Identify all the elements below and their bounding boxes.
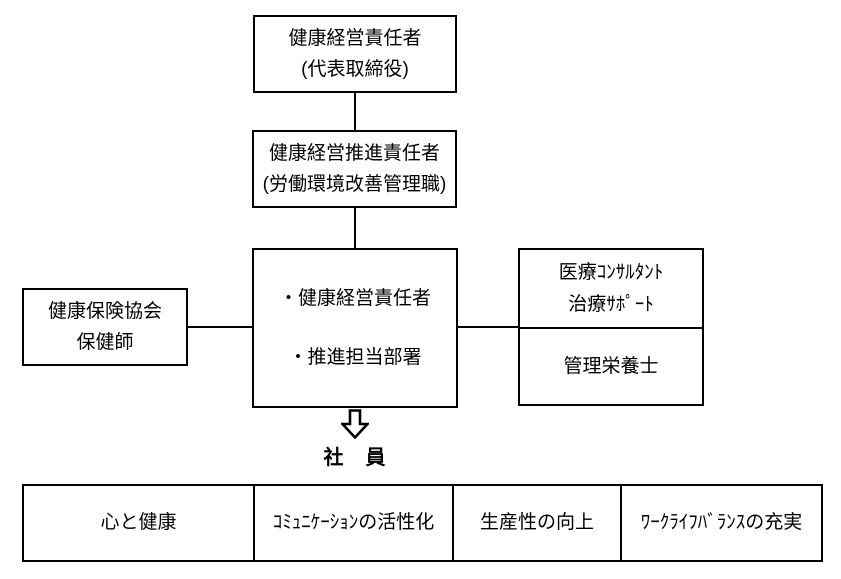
right-box-bottom-line: 管理栄養士 [563, 356, 659, 377]
promotion-responsible-box: 健康経営推進責任者 (労働環境改善管理職) [252, 130, 457, 208]
center-box-item2: ・推進担当部署 [288, 346, 422, 368]
connector-promotion-to-center [354, 206, 356, 250]
center-box-item1: ・健康経営責任者 [278, 288, 431, 310]
top-responsible-box: 健康経営責任者 (代表取締役) [253, 15, 457, 93]
medical-consultant-cell: 医療ｺﾝｻﾙﾀﾝﾄ 治療ｻﾎﾟｰﾄ [520, 250, 702, 329]
outcome-cell-worklife-balance: ﾜｰｸﾗｲﾌﾊﾞﾗﾝｽの充実 [620, 486, 821, 560]
right-box-top-line1: 医療ｺﾝｻﾙﾀﾝﾄ [558, 262, 664, 283]
health-insurance-box: 健康保険協会 保健師 [22, 288, 188, 366]
employees-label: 社 員 [323, 447, 387, 469]
medical-support-box: 医療ｺﾝｻﾙﾀﾝﾄ 治療ｻﾎﾟｰﾄ 管理栄養士 [518, 248, 704, 406]
right-box-top-line2: 治療ｻﾎﾟｰﾄ [568, 294, 654, 315]
down-arrow-icon [341, 409, 369, 439]
left-box-line1: 健康保険協会 [47, 301, 162, 322]
outcome-cell-productivity: 生産性の向上 [452, 486, 620, 560]
dietitian-cell: 管理栄養士 [520, 329, 702, 404]
connector-left-to-center [186, 326, 254, 328]
top-box-title: 健康経営責任者 [288, 28, 422, 49]
promotion-box-subtitle: (労働環境改善管理職) [262, 174, 447, 195]
connector-top-to-promotion [354, 92, 356, 132]
top-box-subtitle: (代表取締役) [301, 59, 409, 80]
left-box-line2: 保健師 [76, 332, 134, 353]
promotion-box-title: 健康経営推進責任者 [268, 143, 440, 164]
center-promotion-team-box: ・健康経営責任者 ・推進担当部署 [252, 248, 458, 408]
connector-center-to-right [456, 326, 520, 328]
outcome-cell-communication: ｺﾐｭﾆｹｰｼｮﾝの活性化 [253, 486, 452, 560]
outcome-table: 心と健康 ｺﾐｭﾆｹｰｼｮﾝの活性化 生産性の向上 ﾜｰｸﾗｲﾌﾊﾞﾗﾝｽの充実 [22, 484, 823, 562]
outcome-cell-mind-health: 心と健康 [100, 511, 177, 533]
